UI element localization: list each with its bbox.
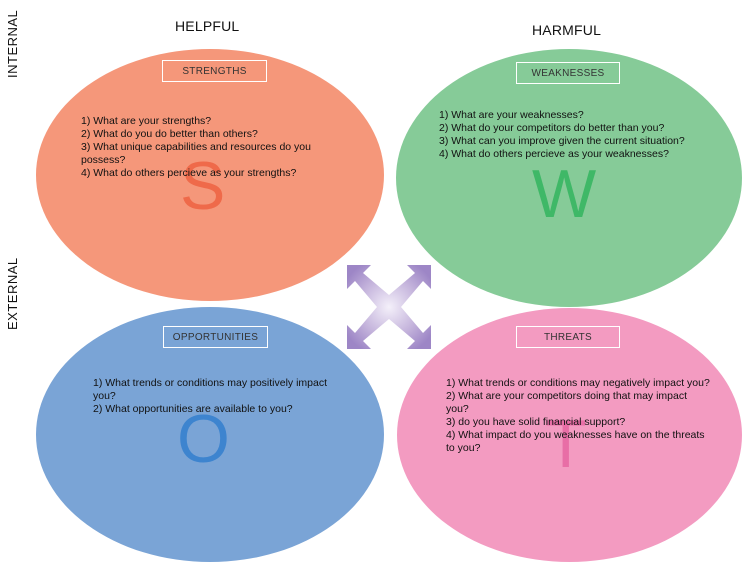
- strengths-ellipse: [36, 49, 384, 301]
- weaknesses-question: 3) What can you improve given the curren…: [439, 135, 685, 147]
- threats-question: 2) What are your competitors doing that …: [446, 390, 688, 415]
- strengths-question: 1) What are your strengths?: [81, 115, 212, 127]
- row-label-external: EXTERNAL: [5, 257, 20, 330]
- opportunities-question: 2) What opportunities are available to y…: [93, 403, 293, 415]
- strengths-question: 2) What do you do better than others?: [81, 128, 258, 140]
- opportunities-ellipse: [36, 307, 384, 562]
- weaknesses-question: 1) What are your weaknesses?: [439, 109, 584, 121]
- weaknesses-ellipse: [396, 49, 742, 307]
- weaknesses-question: 2) What do your competitors do better th…: [439, 122, 665, 134]
- threats-ellipse: [397, 308, 742, 562]
- row-label-internal: INTERNAL: [5, 9, 20, 78]
- column-heading-helpful: HELPFUL: [175, 18, 240, 34]
- weaknesses-letter: W: [532, 156, 597, 232]
- opportunities-letter: O: [177, 401, 230, 477]
- strengths-title: STRENGTHS: [162, 60, 267, 82]
- weaknesses-question: 4) What do others percieve as your weakn…: [439, 148, 669, 160]
- strengths-question: 3) What unique capabilities and resource…: [81, 141, 311, 166]
- strengths-letter: S: [180, 148, 226, 224]
- threats-question: 4) What impact do you weaknesses have on…: [446, 429, 705, 454]
- cross-arrows-icon: [347, 265, 431, 349]
- threats-question: 1) What trends or conditions may negativ…: [446, 377, 710, 389]
- strengths-question: 4) What do others percieve as your stren…: [81, 167, 297, 179]
- threats-letter: T: [545, 406, 587, 482]
- weaknesses-title: WEAKNESSES: [516, 62, 620, 84]
- opportunities-question-list: 1) What trends or conditions may positiv…: [93, 377, 348, 416]
- opportunities-title: OPPORTUNITIES: [163, 326, 268, 348]
- opportunities-question: 1) What trends or conditions may positiv…: [93, 377, 328, 402]
- threats-question: 3) do you have solid financial support?: [446, 416, 626, 428]
- threats-question-list: 1) What trends or conditions may negativ…: [446, 377, 711, 455]
- threats-title: THREATS: [516, 326, 620, 348]
- strengths-question-list: 1) What are your strengths? 2) What do y…: [81, 115, 356, 180]
- weaknesses-question-list: 1) What are your weaknesses? 2) What do …: [439, 109, 689, 161]
- column-heading-harmful: HARMFUL: [532, 22, 602, 38]
